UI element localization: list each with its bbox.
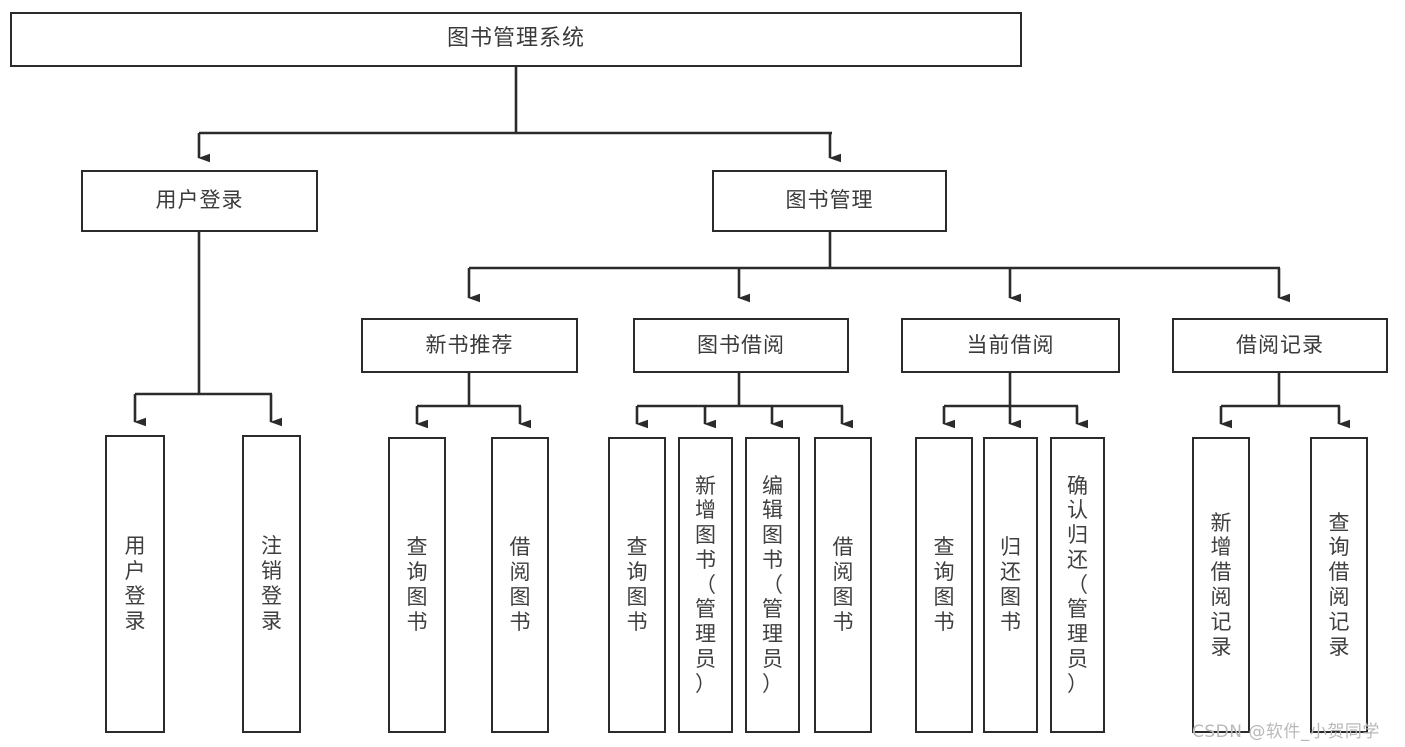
leaf-confirm-return-admin[interactable]: 确 认 归 还 （ 管 理 员 ） [1050, 437, 1105, 733]
node-current-borrow[interactable]: 当前借阅 [901, 318, 1120, 373]
leaf-query-book-recommend[interactable]: 查 询 图 书 [388, 437, 446, 733]
node-label: 当前借阅 [966, 332, 1055, 357]
leaf-label: 查 询 借 阅 记 录 [1328, 510, 1350, 659]
leaf-query-book-current[interactable]: 查 询 图 书 [915, 437, 973, 733]
leaf-label: 注 销 登 录 [261, 534, 282, 633]
leaf-label: 新 增 借 阅 记 录 [1210, 510, 1232, 659]
csdn-watermark: CSDN @软件_小贺同学 [1192, 722, 1380, 742]
leaf-user-login[interactable]: 用 户 登 录 [105, 435, 165, 733]
leaf-label: 借 阅 图 书 [832, 535, 854, 634]
node-user-login[interactable]: 用户登录 [81, 170, 318, 232]
leaf-return-book[interactable]: 归 还 图 书 [983, 437, 1038, 733]
leaf-label: 查 询 图 书 [626, 535, 648, 634]
node-label: 用户登录 [155, 188, 244, 213]
node-borrow-records[interactable]: 借阅记录 [1172, 318, 1388, 373]
node-label: 新书推荐 [425, 332, 514, 357]
leaf-label: 借 阅 图 书 [509, 535, 531, 634]
node-label: 图书管理系统 [446, 26, 585, 52]
leaf-query-book-borrow[interactable]: 查 询 图 书 [608, 437, 666, 733]
leaf-edit-book-admin[interactable]: 编 辑 图 书 （ 管 理 员 ） [745, 437, 800, 733]
leaf-label: 新 增 图 书 （ 管 理 员 ） [695, 473, 716, 696]
node-label: 图书管理 [785, 188, 874, 213]
leaf-borrow-book[interactable]: 借 阅 图 书 [814, 437, 872, 733]
node-label: 图书借阅 [697, 332, 785, 357]
node-book-borrow[interactable]: 图书借阅 [633, 318, 849, 373]
node-book-management[interactable]: 图书管理 [712, 170, 947, 232]
leaf-label: 查 询 图 书 [406, 535, 428, 634]
node-new-book-recommend[interactable]: 新书推荐 [361, 318, 578, 373]
leaf-label: 用 户 登 录 [124, 534, 146, 633]
leaf-query-borrow-record[interactable]: 查 询 借 阅 记 录 [1310, 437, 1368, 733]
leaf-add-borrow-record[interactable]: 新 增 借 阅 记 录 [1192, 437, 1250, 733]
leaf-label: 编 辑 图 书 （ 管 理 员 ） [762, 473, 783, 696]
leaf-borrow-book-recommend[interactable]: 借 阅 图 书 [491, 437, 549, 733]
node-root-book-management-system[interactable]: 图书管理系统 [10, 12, 1022, 67]
node-label: 借阅记录 [1236, 332, 1324, 357]
leaf-label: 归 还 图 书 [1000, 535, 1021, 634]
leaf-logout-login[interactable]: 注 销 登 录 [242, 435, 301, 733]
leaf-label: 查 询 图 书 [933, 535, 955, 634]
leaf-add-book-admin[interactable]: 新 增 图 书 （ 管 理 员 ） [678, 437, 733, 733]
leaf-label: 确 认 归 还 （ 管 理 员 ） [1067, 473, 1088, 696]
